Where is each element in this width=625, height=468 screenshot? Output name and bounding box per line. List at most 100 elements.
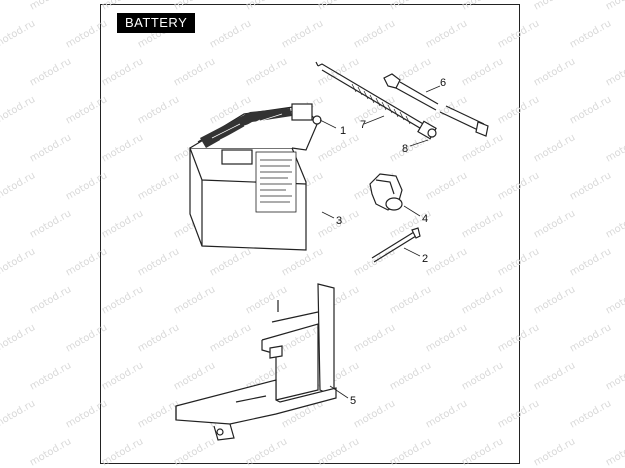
watermark-text: motod.ru (532, 284, 577, 316)
leader-lines (319, 85, 441, 399)
watermark-text: motod.ru (28, 56, 73, 88)
watermark-text: motod.ru (100, 0, 145, 13)
cable-6-drawing (383, 73, 489, 137)
callout-1: 1 (340, 125, 346, 137)
watermark-text: motod.ru (64, 18, 109, 50)
watermark-text: motod.ru (64, 94, 109, 126)
watermark-text: motod.ru (28, 284, 73, 316)
watermark-text: motod.ru (352, 398, 397, 430)
watermark-text: motod.ru (136, 170, 181, 202)
watermark-text: motod.ru (0, 170, 37, 202)
watermark-text: motod.ru (64, 398, 109, 430)
watermark-text: motod.ru (0, 0, 1, 13)
watermark-text: motod.ru (0, 246, 37, 278)
watermark-text: motod.ru (0, 322, 37, 354)
watermark-text: motod.ru (0, 436, 1, 468)
watermark-text: motod.ru (136, 398, 181, 430)
bolt-drawing (371, 227, 421, 263)
watermark-text: motod.ru (532, 132, 577, 164)
callout-6: 6 (440, 77, 446, 89)
callout-4: 4 (422, 213, 428, 225)
watermark-text: motod.ru (64, 170, 109, 202)
watermark-text: motod.ru (136, 322, 181, 354)
watermark-text: motod.ru (28, 132, 73, 164)
watermark-text: motod.ru (568, 170, 613, 202)
callout-2: 2 (422, 253, 428, 265)
watermark-text: motod.ru (208, 18, 253, 50)
watermark-text: motod.ru (28, 360, 73, 392)
watermark-text: motod.ru (280, 246, 325, 278)
watermark-text: motod.ru (388, 284, 433, 316)
watermark-text: motod.ru (460, 360, 505, 392)
watermark-text: motod.ru (424, 322, 469, 354)
watermark-text: motod.ru (28, 0, 73, 13)
watermark-text: motod.ru (424, 246, 469, 278)
watermark-text: motod.ru (352, 18, 397, 50)
watermark-text: motod.ru (172, 0, 217, 13)
watermark-text: motod.ru (64, 246, 109, 278)
cable-7-drawing (315, 61, 437, 140)
watermark-text: motod.ru (352, 322, 397, 354)
watermark-text: motod.ru (460, 284, 505, 316)
watermark-text: motod.ru (100, 436, 145, 468)
battery-tray-drawing (175, 283, 337, 441)
watermark-text: motod.ru (604, 0, 625, 13)
watermark-text: motod.ru (208, 246, 253, 278)
watermark-text: motod.ru (496, 94, 541, 126)
watermark-text: motod.ru (532, 0, 577, 13)
watermark-text: motod.ru (460, 132, 505, 164)
watermark-text: motod.ru (0, 284, 1, 316)
watermark-text: motod.ru (568, 18, 613, 50)
watermark-text: motod.ru (0, 56, 1, 88)
watermark-text: motod.ru (172, 56, 217, 88)
watermark-text: motod.ru (100, 132, 145, 164)
watermark-text: motod.ru (0, 208, 1, 240)
watermark-text: motod.ru (172, 360, 217, 392)
watermark-text: motod.ru (388, 436, 433, 468)
watermark-text: motod.ru (172, 436, 217, 468)
watermark-text: motod.ru (532, 436, 577, 468)
watermark-text: motod.ru (172, 284, 217, 316)
watermark-text: motod.ru (0, 18, 37, 50)
callout-7: 7 (360, 119, 366, 131)
watermark-text: motod.ru (604, 436, 625, 468)
watermark-text: motod.ru (100, 56, 145, 88)
watermark-text: motod.ru (496, 246, 541, 278)
watermark-text: motod.ru (460, 436, 505, 468)
callouts: 1 2 3 4 5 6 7 8 (336, 77, 446, 407)
watermark-text: motod.ru (208, 322, 253, 354)
watermark-text: motod.ru (424, 170, 469, 202)
battery-drawing (189, 103, 322, 251)
watermark-text: motod.ru (244, 56, 289, 88)
watermark-text: motod.ru (532, 56, 577, 88)
watermark-text: motod.ru (352, 246, 397, 278)
watermark-text: motod.ru (496, 18, 541, 50)
watermark-text: motod.ru (496, 170, 541, 202)
watermark-text: motod.ru (0, 360, 1, 392)
callout-5: 5 (350, 395, 356, 407)
page-title: BATTERY (117, 13, 196, 33)
watermark-text: motod.ru (460, 0, 505, 13)
watermark-text: motod.ru (100, 284, 145, 316)
watermark-text: motod.ru (424, 398, 469, 430)
terminal-boot-drawing (369, 173, 403, 211)
watermark-text: motod.ru (388, 360, 433, 392)
watermark-text: motod.ru (0, 132, 1, 164)
callout-3: 3 (336, 215, 342, 227)
watermark-text: motod.ru (100, 360, 145, 392)
watermark-text: motod.ru (604, 208, 625, 240)
watermark-text: motod.ru (316, 132, 361, 164)
watermark-text: motod.ru (136, 94, 181, 126)
watermark-text: motod.ru (460, 56, 505, 88)
watermark-text: motod.ru (316, 0, 361, 13)
watermark-text: motod.ru (100, 208, 145, 240)
watermark-text: motod.ru (136, 246, 181, 278)
watermark-text: motod.ru (604, 56, 625, 88)
watermark-text: motod.ru (424, 94, 469, 126)
watermark-text: motod.ru (568, 322, 613, 354)
watermark-text: motod.ru (496, 398, 541, 430)
watermark-text: motod.ru (532, 208, 577, 240)
watermark-text: motod.ru (28, 208, 73, 240)
watermark-text: motod.ru (28, 436, 73, 468)
